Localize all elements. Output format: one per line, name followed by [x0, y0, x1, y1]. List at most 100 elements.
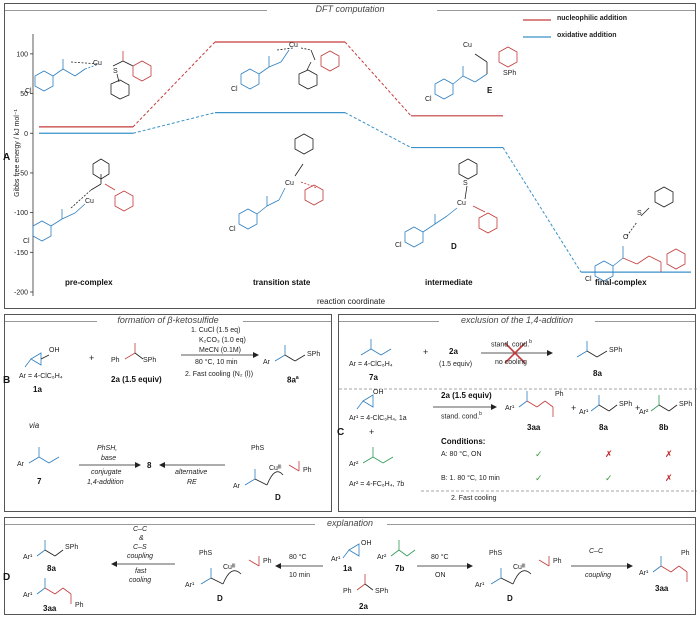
species-label-e: E — [487, 86, 492, 95]
result-b-8a: ✓ — [605, 473, 613, 484]
energy-connector-1-2 — [345, 113, 411, 148]
cmpd-1a-d: 1a — [343, 564, 352, 573]
energy-connector-0-1 — [133, 42, 215, 127]
sph-2a: SPh — [143, 357, 156, 364]
ph-d-right: Ph — [553, 558, 562, 565]
arrow-left-bottom-1: cooling — [129, 577, 151, 584]
arrow1-top2: base — [101, 455, 116, 462]
plus-c3: + — [571, 403, 576, 413]
atom-s-final: S — [637, 210, 642, 217]
sph-8a-c2: SPh — [619, 401, 632, 408]
energy-connector-1-3 — [503, 148, 581, 273]
species-label-d: D — [451, 242, 457, 251]
ar1-d-left: Ar¹ — [185, 582, 194, 589]
product-8a: 8a — [599, 423, 608, 432]
y-tick-label: -200 — [14, 290, 28, 297]
oh-1a-c: OH — [373, 389, 384, 396]
molecule-final-complex — [595, 187, 685, 281]
legend-label-nucleophilic: nucleophilic addition — [557, 15, 627, 22]
condition-b-0: 1. CuCl (1.5 eq) — [191, 327, 240, 334]
ar2-8b: Ar² — [639, 409, 648, 416]
atom-o-final: O — [623, 234, 628, 241]
reagent-c: 2a (1.5 equiv) — [441, 391, 492, 400]
sph-8a-c: SPh — [609, 347, 622, 354]
sph-8a-d: SPh — [65, 544, 78, 551]
condition-b: B: 1. 80 °C, 10 min — [441, 475, 500, 482]
arrow1-bottom: conjugate — [91, 469, 121, 476]
cmpd-8: 8 — [147, 461, 151, 470]
panel-b-scheme — [5, 315, 333, 513]
atom-cu-d: Cu — [457, 200, 466, 207]
arrow-left-top-3: coupling — [127, 553, 153, 560]
molecule-pre-complex-oxidative — [33, 159, 133, 241]
stage-label-transition-state: transition state — [253, 278, 310, 287]
sph-8a: SPh — [307, 351, 320, 358]
ar1-3aa-d: Ar¹ — [23, 592, 32, 599]
ar-d-b: Ar — [233, 483, 240, 490]
condition-b-3: 80 °C, 10 min — [195, 359, 238, 366]
panel-a-label: A — [3, 152, 10, 163]
equiv-c: (1.5 equiv) — [439, 361, 472, 368]
sph-8b: SPh — [679, 401, 692, 408]
y-axis-label: Gibbs free energy / kJ mol⁻¹ — [13, 109, 21, 197]
atom-cl-pre-ox: Cl — [23, 238, 30, 245]
panel-c-label: C — [337, 427, 344, 438]
atom-s-d: S — [463, 180, 468, 187]
molecule-ts-oxidative — [239, 134, 323, 229]
phs-d-right: PhS — [489, 550, 502, 557]
y-tick-label: -100 — [14, 210, 28, 217]
stage-label-final-complex: final-complex — [595, 278, 647, 287]
condition-b2: 2. Fast cooling — [451, 495, 497, 502]
cmpd-2a-d: 2a — [359, 602, 368, 611]
stand-cond-c: stand. cond.b — [491, 339, 532, 348]
molecule-pre-complex-nucleophilic — [35, 51, 151, 99]
stand-cond-c2: stand. cond.b — [441, 411, 482, 420]
ph-2a: Ph — [111, 357, 120, 364]
cmpd-8a-d: 8a — [47, 564, 56, 573]
condition-b-4: 2. Fast cooling (N₂ (l)) — [185, 371, 253, 378]
ar-7: Ar — [17, 461, 24, 468]
sph-2a-d: SPh — [375, 588, 388, 595]
ph-3aa: Ph — [555, 391, 564, 398]
ar-8a: Ar — [263, 359, 270, 366]
molecule-intermediate-d — [405, 159, 497, 247]
oh-label-1a: OH — [49, 347, 60, 354]
phs-d-left: PhS — [199, 550, 212, 557]
arrow-mid-right-0: 80 °C — [431, 554, 449, 561]
atom-cl-d: Cl — [395, 242, 402, 249]
arrow2-bottom: alternative — [175, 469, 207, 476]
ph-2a-d: Ph — [343, 588, 352, 595]
panel-d: explanation — [4, 517, 696, 615]
energy-connector-0-2 — [345, 42, 411, 116]
cmpd-2a-c: 2a — [449, 347, 458, 356]
arrow1-top: PhSH, — [97, 445, 117, 452]
ar1-d-right: Ar¹ — [475, 582, 484, 589]
arrow-mid-left-0: 80 °C — [289, 554, 307, 561]
ph-3aa-d: Ph — [75, 602, 84, 609]
cu-d-right: Cuᴵᴵᴵ — [513, 564, 525, 571]
atom-cu-ts: Cu — [289, 42, 298, 49]
y-tick-label: -150 — [14, 250, 28, 257]
result-a-8b: ✗ — [665, 449, 673, 460]
condition-b-1: K₂CO₃ (1.0 eq) — [199, 337, 246, 344]
ar1-8a-d: Ar¹ — [23, 554, 32, 561]
cmpd-1a: 1a — [33, 385, 42, 394]
cu-d-b: Cuᴵᴵᴵ — [269, 465, 281, 472]
arrow-left-top-1: & — [139, 535, 144, 542]
result-a-8a: ✗ — [605, 449, 613, 460]
ar-label-b: Ar = 4-ClC₆H₄ — [19, 373, 63, 380]
arrow-right-1: coupling — [585, 572, 611, 579]
y-tick-label: 100 — [16, 51, 28, 58]
atom-s-pre: S — [113, 68, 118, 75]
condition-b-2: MeCN (0.1M) — [199, 347, 241, 354]
atom-cu-e: Cu — [463, 42, 472, 49]
panel-b: formation of β-ketosulfide — [4, 314, 332, 512]
phs-d-b: PhS — [251, 445, 264, 452]
ph-3aa-right: Ph — [681, 550, 690, 557]
cmpd-3aa-right: 3aa — [655, 584, 668, 593]
atom-cu-pre: Cu — [93, 60, 102, 67]
plus-b: + — [89, 353, 94, 363]
ph-d-left: Ph — [263, 558, 272, 565]
cmpd-7b-d: 7b — [395, 564, 404, 573]
